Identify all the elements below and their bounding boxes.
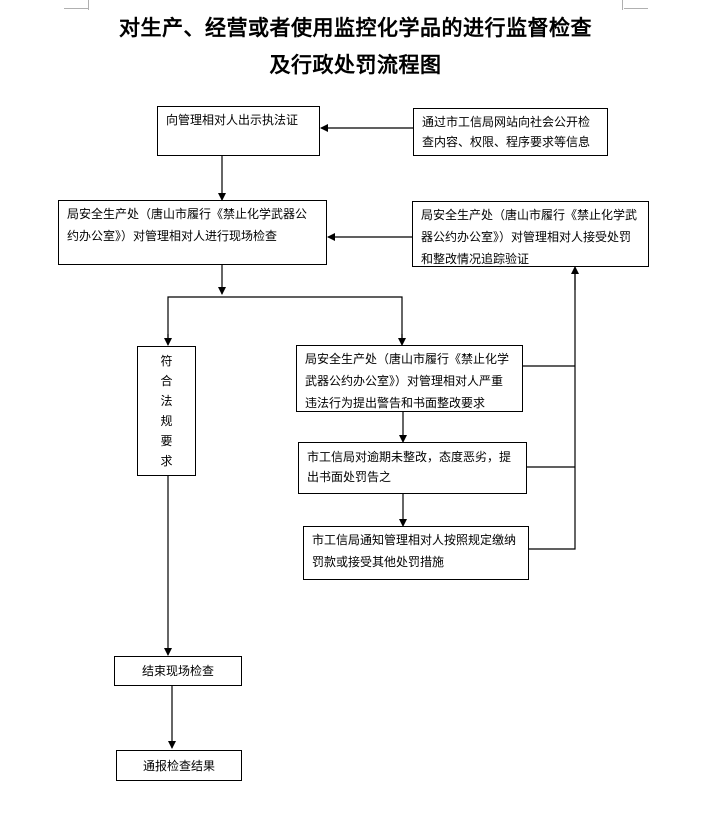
node-show-license: 向管理相对人出示执法证 [157,106,320,156]
node-compliant-label: 符 合 法 规 要 求 [160,354,173,468]
crop-mark [64,8,88,9]
node-onsite-inspection-label: 局安全生产处（唐山市履行《禁止化学武器公约办公室》）对管理相对人进行现场检查 [67,207,308,243]
node-overdue-penalty: 市工信局对逾期未整改，态度恶劣，提出书面处罚告之 [298,442,527,494]
node-report-result: 通报检查结果 [116,750,242,781]
edge-split-bar [167,296,403,343]
node-end-inspection-label: 结束现场检查 [141,664,214,678]
crop-mark [622,0,623,10]
node-show-license-label: 向管理相对人出示执法证 [166,113,299,127]
node-followup-verification: 局安全生产处（唐山市履行《禁止化学武器公约办公室》）对管理相对人接受处罚和整改情… [412,201,649,267]
node-onsite-inspection: 局安全生产处（唐山市履行《禁止化学武器公约办公室》）对管理相对人进行现场检查 [58,200,327,265]
node-publish-info: 通过市工信局网站向社会公开检查内容、权限、程序要求等信息 [413,108,608,156]
node-serious-violation-label: 局安全生产处（唐山市履行《禁止化学武器公约办公室》）对管理相对人严重违法行为提出… [305,352,510,410]
edge-feedback-bus [529,268,576,550]
page-subtitle: 及行政处罚流程图 [269,53,442,77]
node-serious-violation: 局安全生产处（唐山市履行《禁止化学武器公约办公室》）对管理相对人严重违法行为提出… [296,345,523,412]
node-compliant: 符 合 法 规 要 求 [137,346,196,476]
node-fine-notice-label: 市工信局通知管理相对人按照规定缴纳罚款或接受其他处罚措施 [312,533,517,569]
node-end-inspection: 结束现场检查 [114,656,242,686]
page-title: 对生产、经营或者使用监控化学品的进行监督检查 [119,16,592,40]
node-fine-notice: 市工信局通知管理相对人按照规定缴纳罚款或接受其他处罚措施 [303,526,529,580]
crop-mark [624,8,648,9]
node-publish-info-label: 通过市工信局网站向社会公开检查内容、权限、程序要求等信息 [422,115,591,149]
crop-mark [88,0,89,10]
node-overdue-penalty-label: 市工信局对逾期未整改，态度恶劣，提出书面处罚告之 [307,450,512,484]
node-followup-verification-label: 局安全生产处（唐山市履行《禁止化学武器公约办公室》）对管理相对人接受处罚和整改情… [421,208,638,266]
node-report-result-label: 通报检查结果 [142,758,215,773]
